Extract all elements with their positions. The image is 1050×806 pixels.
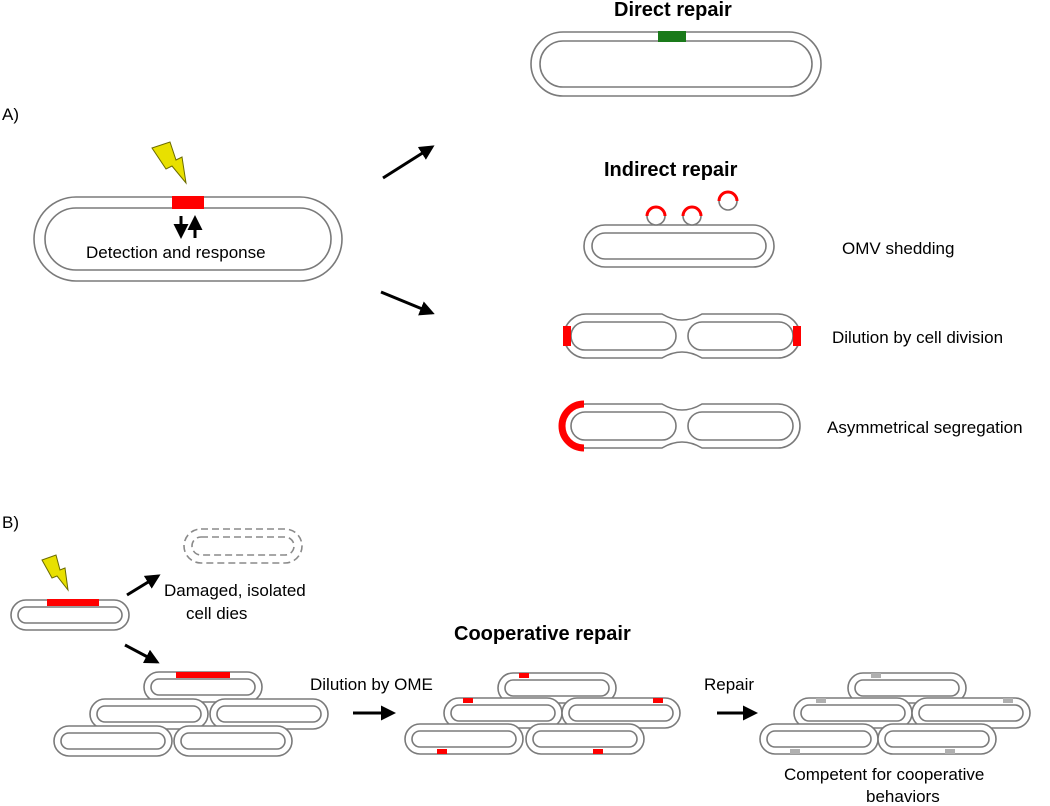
- asymmetric-segregation-label: Asymmetrical segregation: [827, 418, 1023, 437]
- arrow-icon: [124, 643, 160, 664]
- dilution-division-label: Dilution by cell division: [832, 328, 1003, 347]
- competent-line1: Competent for cooperative: [784, 765, 984, 784]
- isolated-death-line2: cell dies: [186, 604, 247, 623]
- dividing-cell-diluted: [563, 313, 801, 359]
- omv-shedding-cell: [583, 190, 775, 268]
- cell-cluster-diluted: [404, 672, 681, 755]
- double-arrow-icon: [173, 215, 203, 239]
- panel-b-label: B): [2, 513, 19, 532]
- damaged-cell: [33, 196, 343, 282]
- dead-cell: [183, 528, 303, 564]
- repair-step-label: Repair: [704, 675, 754, 694]
- panel-a-label: A): [2, 105, 19, 124]
- lightning-icon: [41, 554, 69, 592]
- arrow-icon: [380, 290, 435, 316]
- indirect-repair-title: Indirect repair: [604, 159, 738, 181]
- isolated-death-line1: Damaged, isolated: [164, 581, 306, 600]
- dilution-ome-label: Dilution by OME: [310, 675, 433, 694]
- single-damaged-cell: [10, 599, 130, 631]
- cell-cluster-damaged: [53, 671, 329, 757]
- repaired-patch: [658, 31, 686, 42]
- arrow-icon: [382, 145, 435, 180]
- omv-shedding-label: OMV shedding: [842, 239, 954, 258]
- arrow-icon: [126, 574, 161, 597]
- direct-repair-title: Direct repair: [614, 0, 732, 21]
- lightning-icon: [151, 141, 187, 185]
- detection-caption: Detection and response: [86, 243, 266, 262]
- dividing-cell-asymmetric: [558, 400, 801, 452]
- cell-cluster-repaired: [759, 672, 1031, 755]
- damage-patch: [172, 196, 204, 209]
- competent-line2: behaviors: [866, 787, 940, 806]
- cooperative-repair-title: Cooperative repair: [454, 623, 631, 645]
- direct-repair-cell: [530, 31, 822, 97]
